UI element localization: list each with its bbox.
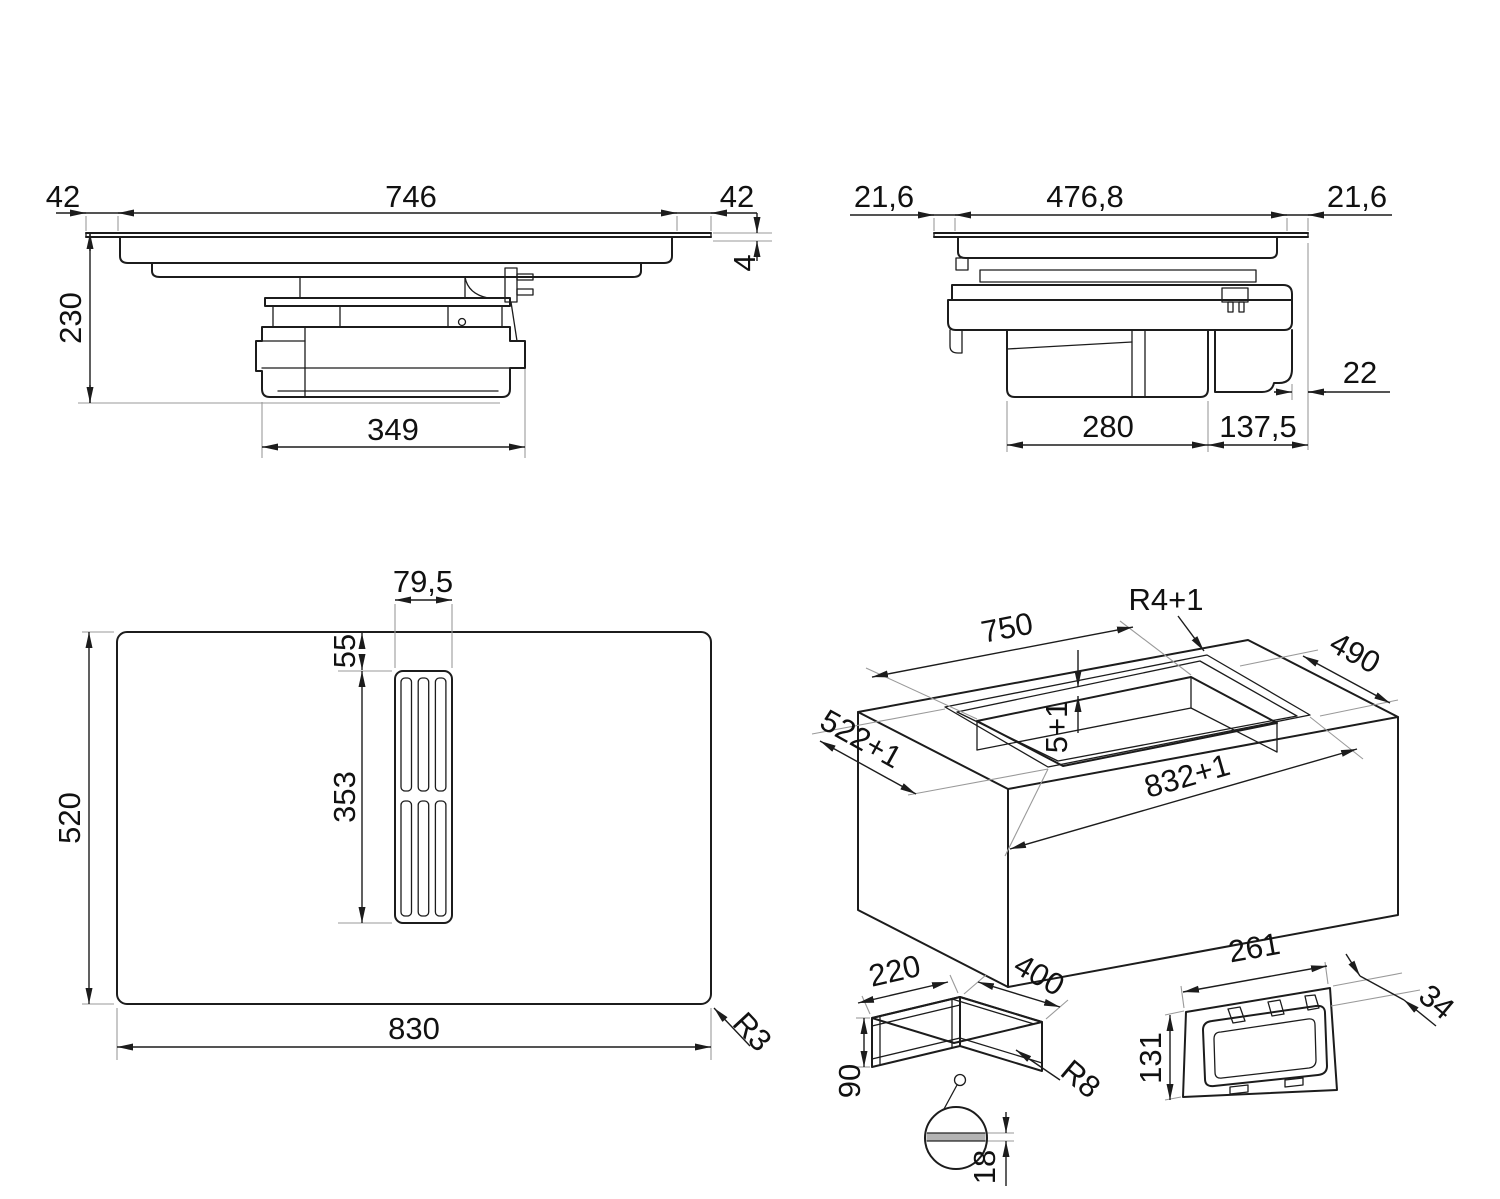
view-side-elevation: 21,6 476,8 21,6 22 280 137,5 [850, 179, 1392, 452]
dim-label-flange-height: 131 [1133, 1032, 1168, 1084]
dim-label-duct-width: 220 [865, 948, 923, 994]
dim-label-rebate-depth: 5+1 [1039, 701, 1074, 754]
dimension-lines [819, 615, 1391, 850]
cutout-opening [944, 654, 1311, 768]
extension-lines [82, 604, 712, 1060]
view-front-elevation: 42 746 42 4 230 349 [46, 179, 772, 458]
dim-label-depth-below: 230 [53, 292, 88, 344]
dimension-lines [85, 596, 751, 1051]
dim-label-glass-thickness: 4 [727, 254, 762, 271]
view-flat-duct: 220 400 90 R8 18 [832, 947, 1107, 1186]
hob-front-profile [85, 232, 712, 398]
glass-panel-outline [116, 631, 712, 1005]
wall-thickness-detail [924, 1073, 988, 1170]
duct-body [871, 996, 1043, 1072]
dimension-lines [857, 981, 1061, 1186]
dimension-lines [1166, 953, 1437, 1100]
mains-connector [504, 267, 534, 342]
view-duct-flange: 261 34 131 [1133, 926, 1461, 1101]
dim-label-overhang-left: 42 [46, 179, 80, 214]
flange-body [1182, 987, 1338, 1098]
dim-label-overhang-rear: 21,6 [1327, 179, 1387, 214]
dim-label-grille-length: 353 [327, 771, 362, 823]
dim-label-duct-radius: R8 [1054, 1053, 1107, 1105]
dim-label-glass-width: 830 [388, 1011, 440, 1046]
dim-label-glass-width: 746 [385, 179, 437, 214]
dim-label-duct-box-width: 349 [367, 412, 419, 447]
dim-label-duct-height: 90 [832, 1064, 867, 1098]
worktop-block [857, 639, 1399, 988]
dim-label-cutout-radius: R4+1 [1129, 582, 1204, 617]
downdraft-grille [394, 670, 453, 924]
view-worktop-cutout: 750 R4+1 490 522+1 5+1 832+1 [811, 582, 1399, 988]
dim-label-rear-clearance: 137,5 [1219, 409, 1297, 444]
dimension-lines [56, 209, 761, 451]
extension-lines [78, 216, 772, 458]
dim-label-wall-detail: 18 [967, 1150, 1002, 1184]
dim-label-overhang-right: 42 [720, 179, 754, 214]
dim-label-corner-radius: R3 [726, 1005, 779, 1058]
extension-lines [811, 620, 1399, 857]
dimension-lines [850, 211, 1392, 449]
dim-label-overhang-front: 21,6 [854, 179, 914, 214]
hob-side-profile [933, 232, 1309, 398]
rear-connector [1221, 287, 1249, 313]
view-plan: 79,5 55 353 520 830 R3 [52, 564, 779, 1060]
dim-label-flange-width: 261 [1226, 926, 1283, 969]
dim-label-grille-offset: 55 [327, 634, 362, 668]
dim-label-glass-depth: 520 [52, 792, 87, 844]
dim-label-motor-depth: 280 [1082, 409, 1134, 444]
dim-label-flange-depth: 34 [1412, 977, 1461, 1026]
dim-label-edge-offset: 22 [1343, 355, 1377, 390]
dim-label-inner-width: 750 [978, 606, 1035, 650]
dim-label-body-depth: 476,8 [1046, 179, 1124, 214]
dim-label-grille-width: 79,5 [393, 564, 453, 599]
